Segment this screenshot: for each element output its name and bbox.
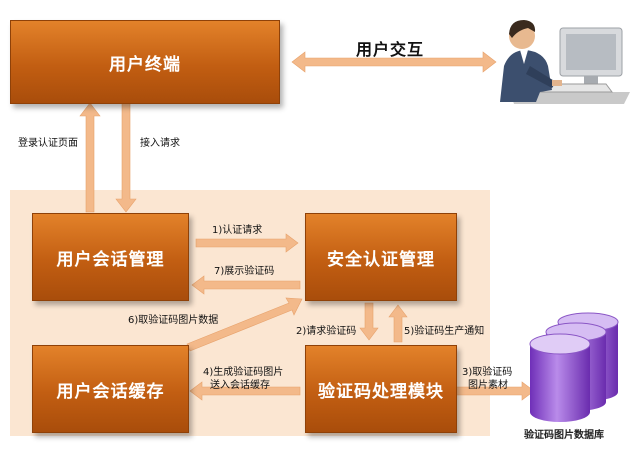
login-page-label: 登录认证页面 (18, 138, 78, 149)
step2-label: 2)请求验证码 (296, 326, 357, 337)
access-request-arrow (115, 102, 137, 213)
user-computer-icon (500, 20, 630, 104)
generated-notice-arrow (388, 304, 408, 343)
login-page-arrow (79, 102, 101, 213)
step3-label-line1: 3)取验证码 (462, 367, 513, 378)
auth-request-arrow (195, 233, 299, 253)
step4-label-line1: 4)生成验证码图片 (203, 367, 284, 378)
interaction-arrow (291, 51, 497, 73)
step3-label-line2: 图片素材 (468, 380, 508, 391)
step1-label: 1)认证请求 (212, 225, 263, 236)
step5-label: 5)验证码生产通知 (404, 326, 485, 337)
database-icon (529, 312, 619, 422)
show-captcha-arrow (191, 275, 301, 295)
user-session-cache-box: 用户会话缓存 (32, 345, 189, 433)
captcha-processing-box: 验证码处理模块 (305, 345, 457, 433)
database-label: 验证码图片数据库 (524, 430, 604, 441)
step6-label: 6)取验证码图片数据 (128, 315, 219, 326)
user-session-mgmt-box: 用户会话管理 (32, 213, 189, 301)
user-terminal-box: 用户终端 (10, 20, 280, 104)
security-auth-mgmt-box: 安全认证管理 (305, 213, 457, 301)
step7-label: 7)展示验证码 (214, 266, 275, 277)
user-interaction-label: 用户交互 (356, 40, 425, 59)
request-captcha-arrow (359, 302, 379, 341)
access-request-label: 接入请求 (140, 138, 180, 149)
step4-label-line2: 送入会话缓存 (210, 380, 270, 391)
store-cache-arrow (189, 381, 301, 401)
